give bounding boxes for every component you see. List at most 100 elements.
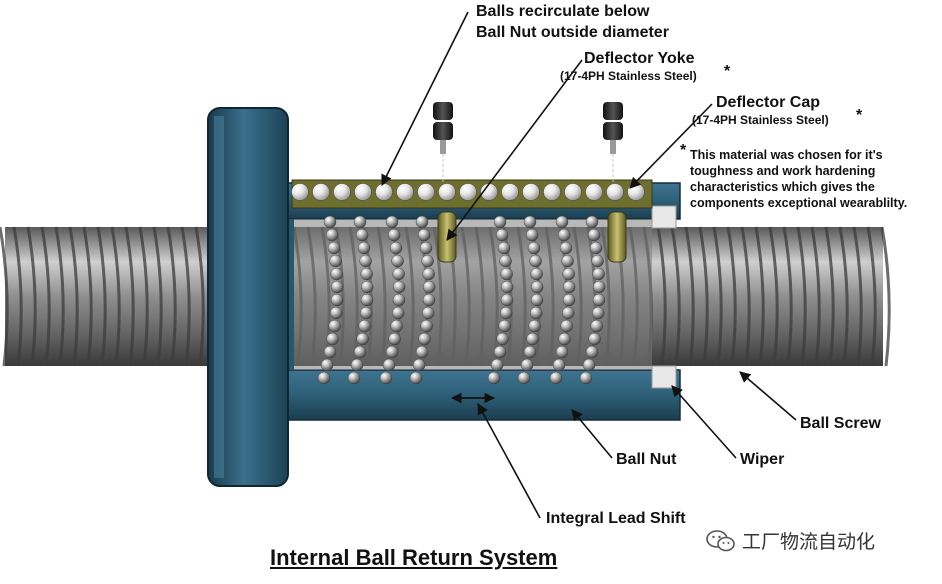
watermark-text: 工厂物流自动化 — [742, 532, 876, 553]
ball — [421, 306, 435, 320]
ball — [358, 319, 371, 333]
thread-line — [726, 226, 737, 367]
ball — [526, 332, 539, 346]
thread-line — [152, 226, 163, 367]
ball — [590, 319, 603, 333]
thread-line — [712, 226, 723, 367]
thread-line — [96, 226, 107, 367]
thread-line — [110, 226, 121, 367]
ball — [517, 371, 531, 385]
ball — [360, 267, 373, 281]
ball — [422, 280, 436, 294]
label-integral-lead-shift: Integral Lead Shift — [546, 510, 686, 527]
ball — [499, 254, 512, 268]
ball — [422, 293, 436, 307]
ball — [355, 228, 369, 242]
ball — [555, 215, 569, 229]
ball — [391, 254, 404, 268]
ball — [392, 267, 405, 281]
thread-line — [852, 226, 863, 367]
ball — [529, 254, 542, 268]
ball — [592, 267, 605, 281]
ball — [375, 183, 393, 201]
label-ball-screw: Ball Screw — [800, 415, 881, 432]
ball — [592, 293, 606, 307]
thread-line — [180, 226, 191, 367]
deflector-bolts — [433, 102, 623, 182]
wiper — [651, 205, 677, 389]
watermark: 工厂物流自动化 — [706, 527, 875, 554]
label-ball-nut: Ball Nut — [616, 451, 677, 468]
ball — [561, 306, 575, 320]
ball — [438, 183, 456, 201]
thread-line — [824, 226, 835, 367]
ball — [357, 241, 371, 255]
ball — [326, 332, 339, 346]
ball — [323, 215, 337, 229]
ball — [487, 371, 501, 385]
ball — [627, 183, 645, 201]
thread-line — [0, 226, 9, 367]
ball — [525, 228, 539, 242]
thread-line — [796, 226, 807, 367]
ball — [543, 183, 561, 201]
ball — [420, 319, 433, 333]
ball — [320, 358, 334, 372]
ball — [562, 280, 576, 294]
thread-line — [124, 226, 135, 367]
ball — [359, 306, 373, 320]
label-deflector-yoke: Deflector Yoke — [584, 50, 695, 67]
label-deflector-cap-material: (17-4PH Stainless Steel) — [692, 113, 829, 127]
ball — [327, 241, 341, 255]
ball — [379, 371, 393, 385]
ball — [417, 228, 431, 242]
ball — [389, 241, 403, 255]
note-line-2: toughness and work hardening — [690, 164, 876, 178]
thread-line — [54, 226, 65, 367]
ball — [382, 358, 396, 372]
ball — [529, 306, 543, 320]
ball — [520, 358, 534, 372]
ball — [333, 183, 351, 201]
ball — [412, 358, 426, 372]
thread-line — [880, 226, 891, 367]
ball — [392, 293, 406, 307]
ball — [589, 241, 603, 255]
ball — [499, 306, 513, 320]
ball — [330, 293, 344, 307]
ball — [328, 319, 341, 333]
thread-line — [26, 226, 37, 367]
ball — [360, 280, 374, 294]
ball — [490, 358, 504, 372]
ball — [347, 371, 361, 385]
ball — [591, 254, 604, 268]
wechat-icon — [706, 529, 735, 551]
ball — [330, 280, 344, 294]
thread-line — [866, 226, 877, 367]
label-deflector-yoke-star: * — [724, 63, 731, 80]
ball — [497, 241, 511, 255]
label-deflector-yoke-material: (17-4PH Stainless Steel) — [560, 69, 697, 83]
ball — [359, 254, 372, 268]
ball — [312, 183, 330, 201]
label-deflector-cap-star: * — [856, 107, 863, 124]
ball — [552, 358, 566, 372]
ball — [356, 332, 369, 346]
ball — [522, 183, 540, 201]
ball — [391, 306, 405, 320]
ball — [317, 371, 331, 385]
ball — [495, 228, 509, 242]
ball — [353, 215, 367, 229]
ball-nut-flange — [207, 107, 289, 487]
label-balls-recirculate-2: Ball Nut outside diameter — [476, 24, 669, 41]
ball — [523, 345, 537, 359]
ball — [396, 183, 414, 201]
ball — [498, 319, 511, 333]
note-line-3: characteristics which gives the — [690, 180, 875, 194]
ball — [560, 319, 573, 333]
ball — [530, 280, 544, 294]
ball — [291, 183, 309, 201]
ball — [354, 183, 372, 201]
ball — [500, 267, 513, 281]
